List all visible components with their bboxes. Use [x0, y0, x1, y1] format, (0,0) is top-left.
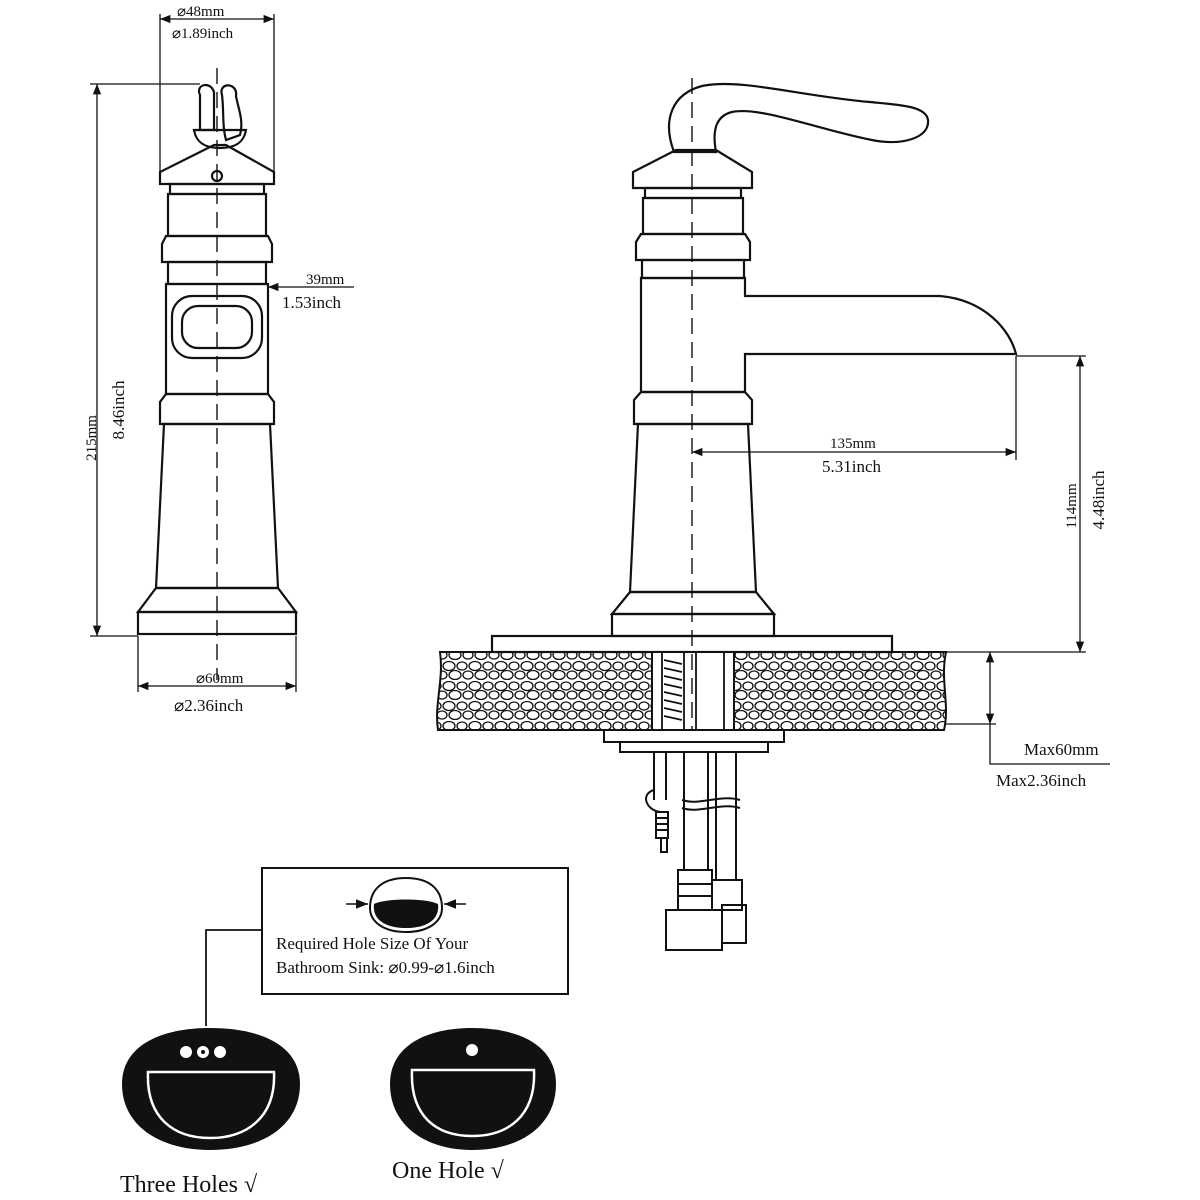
hole-size-note-box: [261, 867, 569, 995]
front-reach-inch: 5.31inch: [822, 457, 882, 476]
side-top-dia-mm: ⌀48mm: [177, 4, 225, 20]
faucet-hole-icon: [180, 1046, 192, 1058]
side-height-inch: 8.46inch: [109, 380, 128, 440]
front-spout-height-mm: 114mm: [1064, 483, 1080, 529]
front-view-faucet: [490, 82, 1018, 654]
hole-note-line1: Required Hole Size Of Your: [276, 934, 469, 953]
side-height-mm: 215mm: [84, 415, 100, 461]
front-lever-handle: [667, 82, 930, 154]
side-body-mm: 39mm: [306, 272, 345, 288]
side-base-dia-mm: ⌀60mm: [196, 671, 244, 687]
deck-max-mm: Max60mm: [1024, 740, 1099, 759]
hole-note-line2: Bathroom Sink: ⌀0.99-⌀1.6inch: [276, 958, 495, 977]
side-top-dia-inch: ⌀1.89inch: [172, 26, 234, 42]
three-holes-label: Three Holes √: [120, 1172, 258, 1198]
front-reach-mm: 135mm: [830, 436, 876, 452]
one-hole-sink: [390, 1028, 556, 1150]
faucet-hole-icon: [466, 1044, 478, 1056]
side-base-dia-inch: ⌀2.36inch: [174, 696, 244, 715]
countertop: [436, 651, 948, 731]
side-body-inch: 1.53inch: [282, 293, 342, 312]
three-holes-sink: [122, 1028, 300, 1150]
front-dimensions: [692, 355, 1110, 765]
side-handle-lever: [197, 83, 216, 132]
deck-max-inch: Max2.36inch: [996, 771, 1087, 790]
note-leader-line: [205, 929, 262, 1026]
faucet-hole-icon: [214, 1046, 226, 1058]
supply-lines: [603, 729, 785, 951]
one-hole-label: One Hole √: [392, 1158, 505, 1184]
side-dimensions: [90, 14, 354, 692]
hole-icon: [373, 899, 439, 928]
front-spout: [639, 276, 1018, 394]
front-spout-height-inch: 4.48inch: [1089, 470, 1108, 530]
